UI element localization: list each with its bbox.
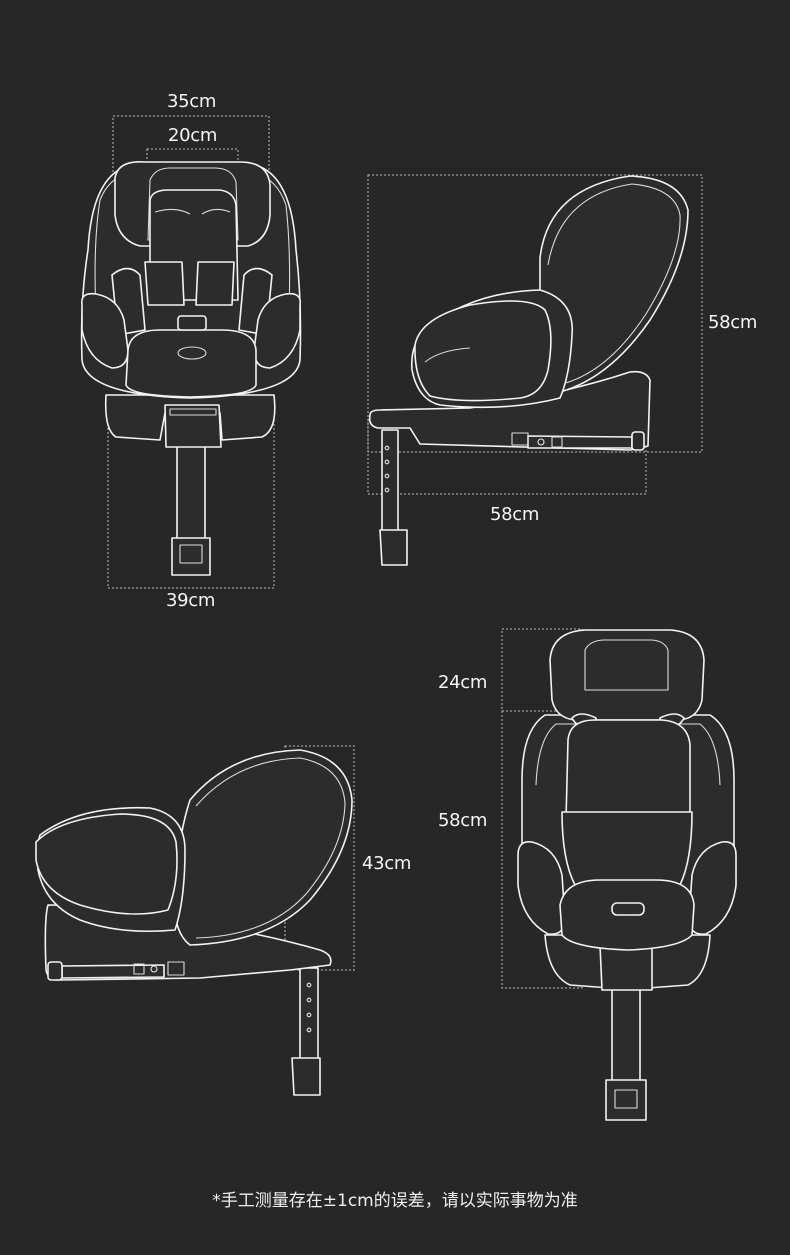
measurement-footnote: *手工测量存在±1cm的误差，请以实际事物为准 xyxy=(212,1191,578,1211)
back-seat-dim-box xyxy=(501,710,583,989)
dim-label-headrest-outer: 35cm xyxy=(167,91,217,112)
side-view-seat xyxy=(367,174,703,566)
reclined-view-seat xyxy=(35,745,355,1096)
base-width-dim-box xyxy=(107,397,275,589)
dim-label-side-height: 58cm xyxy=(708,312,758,333)
dim-label-headrest-inner: 20cm xyxy=(168,125,218,146)
dim-label-back-headrest: 24cm xyxy=(438,672,488,693)
dim-label-base-width: 39cm xyxy=(166,590,216,611)
side-height-dim-box xyxy=(367,174,703,453)
dim-label-recline-height: 43cm xyxy=(362,853,412,874)
dim-label-side-depth: 58cm xyxy=(490,504,540,525)
back-view-seat xyxy=(501,628,737,1121)
dim-label-back-seat: 58cm xyxy=(438,810,488,831)
front-view-seat xyxy=(80,115,302,589)
